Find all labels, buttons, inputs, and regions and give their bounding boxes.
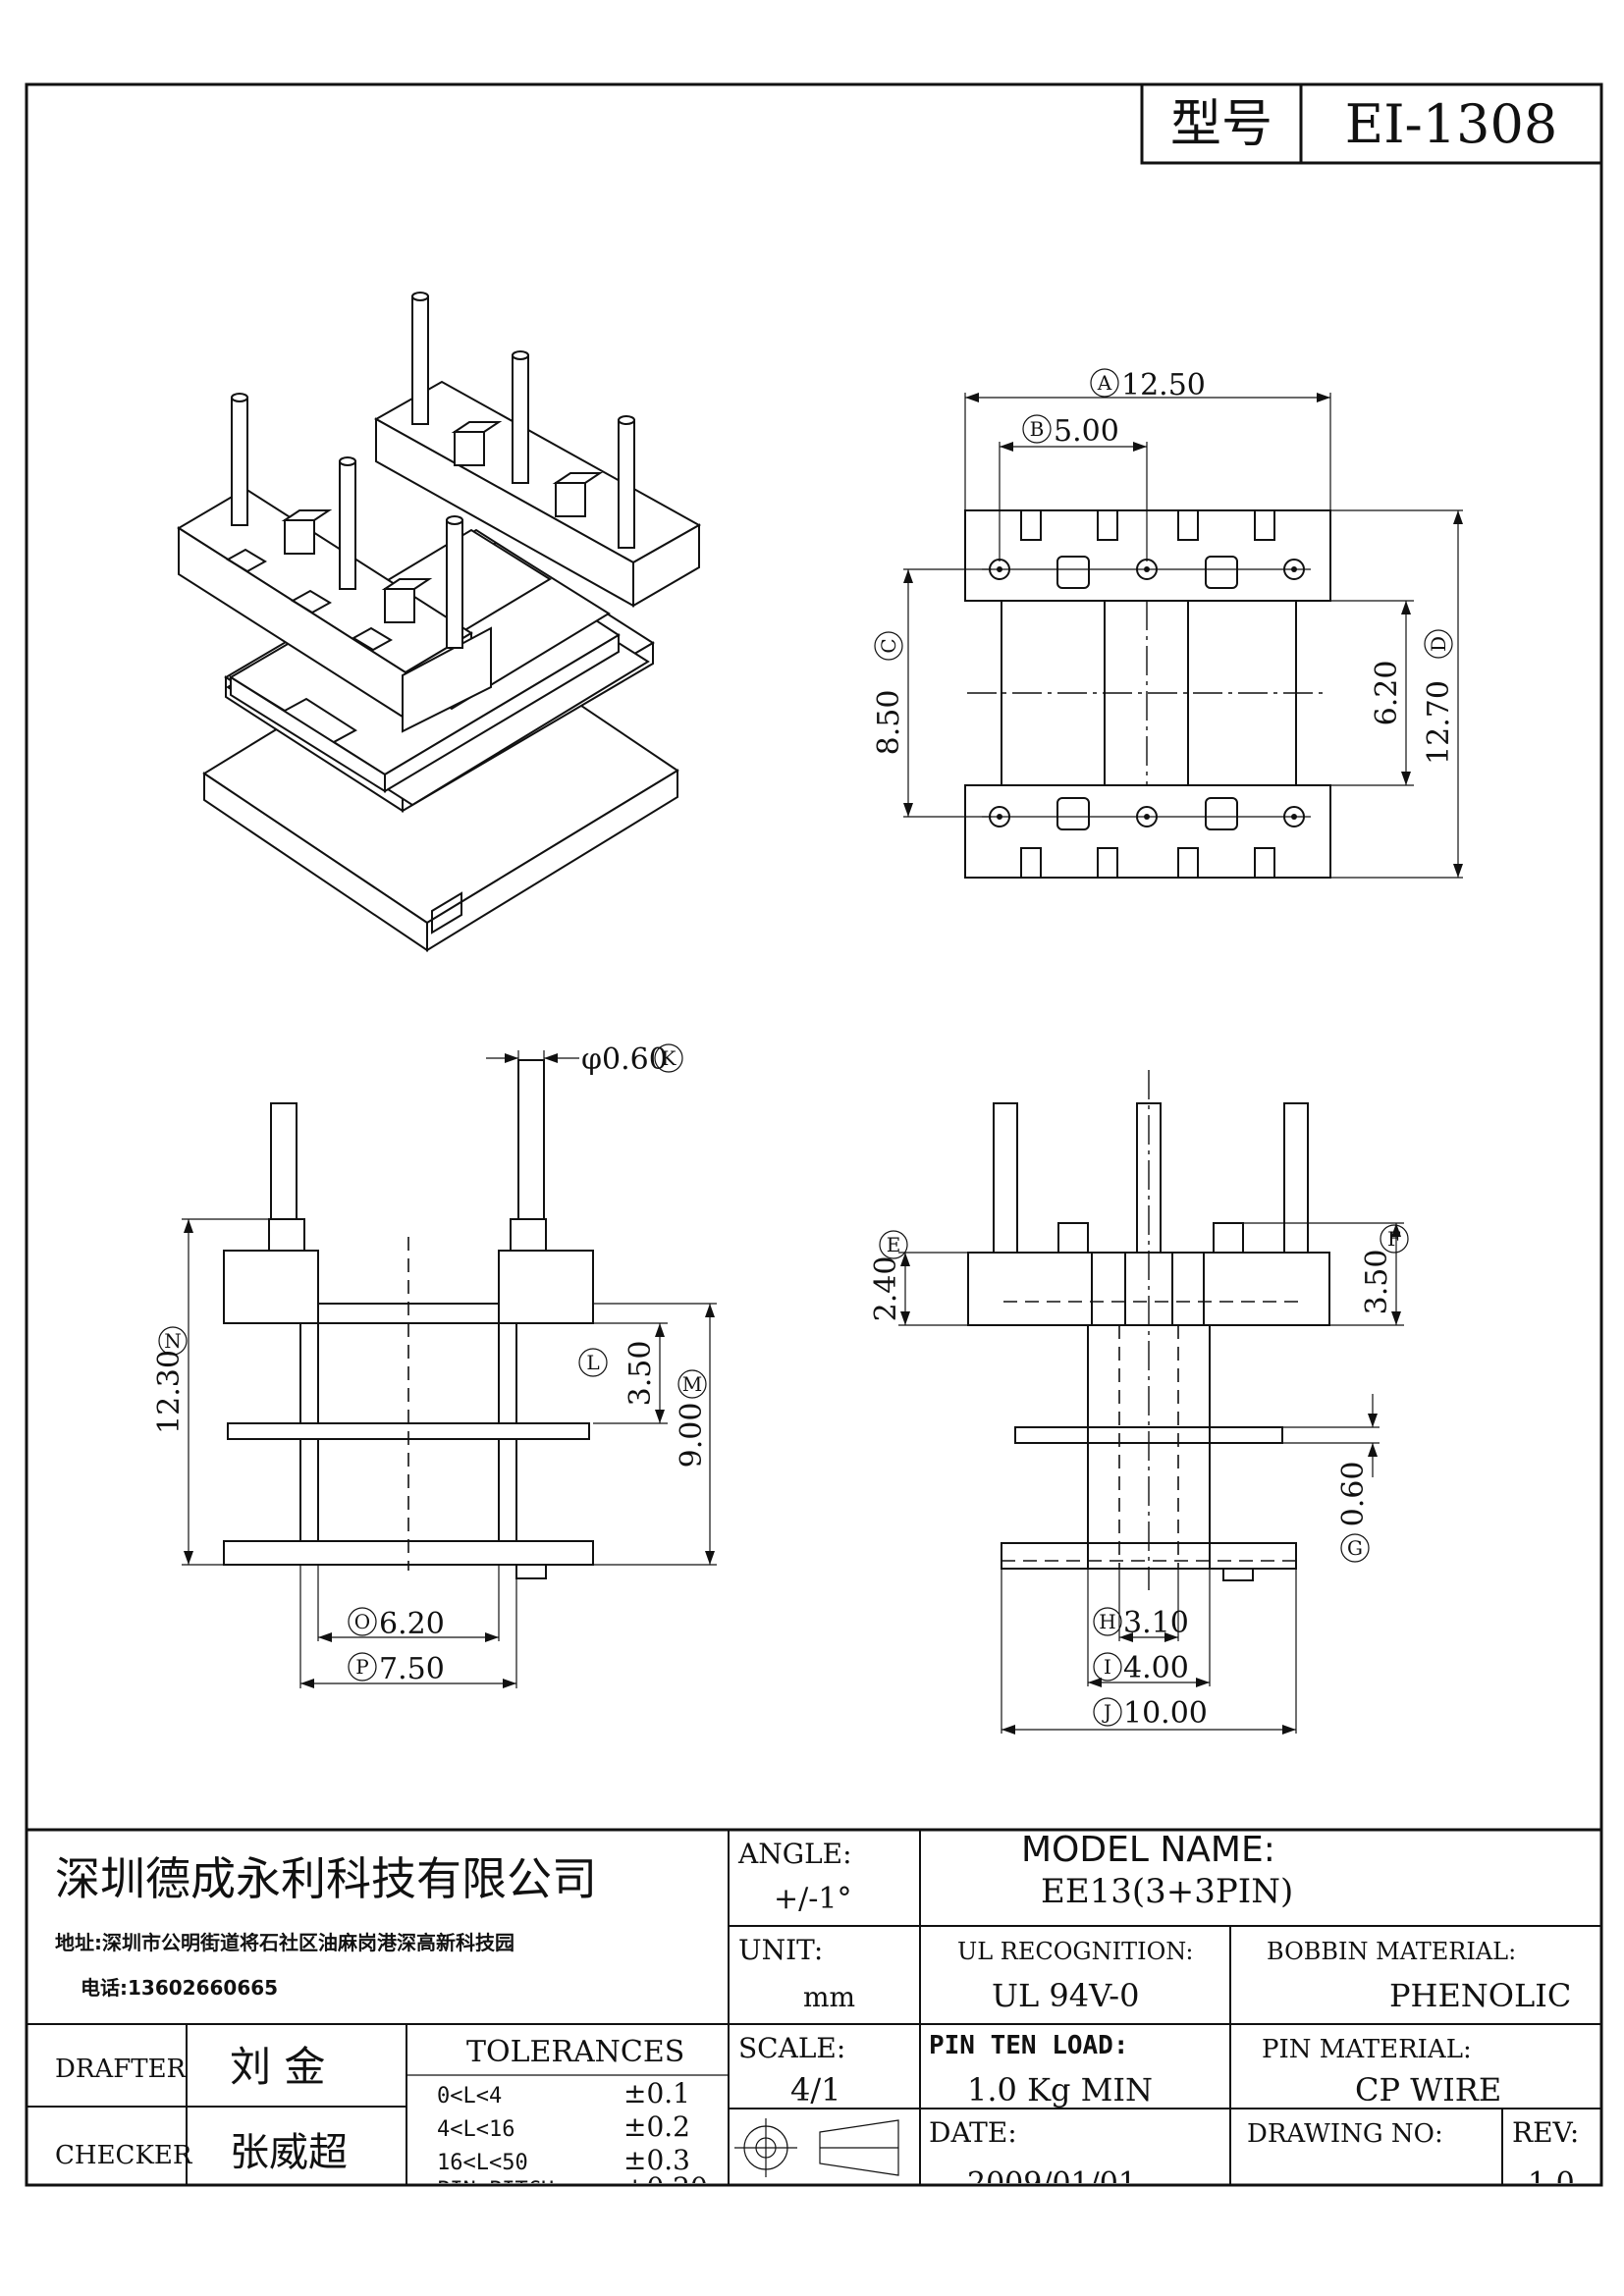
type-label: 型号 (1170, 95, 1272, 154)
projection-symbol (734, 2118, 899, 2177)
marker-e: E (887, 1233, 901, 1256)
tolerance-value-2: ±0.2 (623, 2110, 690, 2143)
dim-m: 9.00 (675, 1403, 709, 1468)
phi-symbol: φ (581, 1042, 602, 1077)
company-name: 深圳德成永利科技有限公司 (55, 1852, 597, 1905)
dim-d: 12.70 (1422, 680, 1456, 765)
tolerance-value-3: ±0.3 (623, 2144, 690, 2176)
dim-h: 3.10 (1123, 1606, 1189, 1640)
part-number: EI-1308 (1345, 93, 1557, 155)
tolerance-value-1: ±0.1 (623, 2077, 690, 2109)
marker-o: O (354, 1610, 370, 1633)
top-view (903, 393, 1463, 879)
marker-b: B (1030, 417, 1045, 441)
dim-n: 12.30 (152, 1350, 187, 1434)
company-address: 地址:深圳市公明街道将石社区油麻岗港深高新科技园 (55, 1931, 514, 1954)
marker-l: L (586, 1351, 599, 1374)
marker-j: J (1102, 1700, 1111, 1724)
marker-a: A (1097, 371, 1112, 395)
marker-n: N (164, 1329, 182, 1353)
pin-load-label: PIN TEN LOAD: (929, 2031, 1129, 2060)
part-number-box: 型号 EI-1308 (1140, 82, 1603, 165)
scale-value: 4/1 (790, 2071, 841, 2109)
dim-e: 2.40 (869, 1256, 903, 1322)
tolerances-label: TOLERANCES (466, 2035, 684, 2069)
pin-material-label: PIN MATERIAL: (1262, 2035, 1472, 2064)
marker-m: M (682, 1372, 702, 1396)
tolerance-range-1: 0<L<4 (437, 2084, 502, 2109)
dim-i: 4.00 (1123, 1651, 1189, 1685)
scale-label: SCALE: (738, 2032, 845, 2064)
bobbin-value: PHENOLIC (1389, 1977, 1571, 2014)
tolerance-range-2: 4<L<16 (437, 2117, 514, 2142)
dim-l: 3.50 (623, 1341, 658, 1407)
date-label: DATE: (929, 2116, 1017, 2149)
pin-load-value: 1.0 Kg MIN (967, 2071, 1153, 2109)
sheet-border (25, 82, 1603, 2187)
marker-i: I (1104, 1655, 1111, 1679)
marker-h: H (1099, 1610, 1115, 1633)
marker-k: K (662, 1046, 677, 1070)
rev-label: REV: (1512, 2116, 1579, 2149)
company-phone: 电话:13602660665 (81, 1976, 278, 2000)
checker-label: CHECKER (55, 2141, 193, 2170)
tolerance-range-4: PIN PITCH (437, 2178, 554, 2203)
tolerance-range-3: 16<L<50 (437, 2151, 528, 2175)
checker-value: 张威超 (230, 2130, 348, 2175)
dim-top-inner: 6.20 (1370, 661, 1404, 726)
pin-material-value: CP WIRE (1355, 2071, 1501, 2109)
dim-k: 0.60 (602, 1042, 668, 1077)
bobbin-label: BOBBIN MATERIAL: (1267, 1938, 1516, 1965)
unit-label: UNIT: (738, 1934, 823, 1966)
dim-f: 3.50 (1360, 1250, 1394, 1315)
dim-j: 10.00 (1123, 1696, 1208, 1731)
dim-a: 12.50 (1121, 368, 1206, 402)
side-view (898, 1070, 1404, 1735)
model-label: MODEL NAME: (1021, 1830, 1275, 1870)
drafter-value: 刘 金 (230, 2043, 325, 2091)
angle-label: ANGLE: (737, 1838, 852, 1870)
dimension-labels: A 12.50 B 5.00 8.50 C 6.20 12.70 D φ0.60… (152, 368, 1456, 1731)
rev-value: 1.0 (1528, 2166, 1575, 2201)
model-value: EE13(3+3PIN) (1041, 1872, 1293, 1911)
drawing-no-label: DRAWING NO: (1247, 2119, 1443, 2149)
marker-f: F (1387, 1227, 1401, 1251)
dim-g: 0.60 (1336, 1462, 1371, 1527)
ul-value: UL 94V-0 (992, 1977, 1139, 2014)
dim-o: 6.20 (379, 1607, 445, 1641)
marker-g: G (1347, 1536, 1363, 1560)
isometric-view (177, 292, 702, 952)
marker-d: D (1427, 636, 1450, 652)
ul-label: UL RECOGNITION: (957, 1938, 1193, 1965)
date-value: 2009/01/01 (967, 2166, 1137, 2201)
tolerance-value-4: ±0.20 (623, 2171, 708, 2204)
dim-b: 5.00 (1054, 414, 1119, 449)
front-view (182, 1050, 717, 1688)
marker-p: P (355, 1655, 368, 1679)
title-block: 深圳德成永利科技有限公司 地址:深圳市公明街道将石社区油麻岗港深高新科技园 电话… (27, 1828, 1601, 2204)
dim-p: 7.50 (379, 1652, 445, 1686)
dim-c: 8.50 (872, 690, 906, 756)
marker-c: C (877, 638, 900, 653)
drafter-label: DRAFTER (55, 2055, 188, 2084)
unit-value: mm (803, 1981, 855, 2013)
angle-value: +/-1° (774, 1882, 851, 1916)
svg-text:φ0.60: φ0.60 (581, 1042, 668, 1077)
